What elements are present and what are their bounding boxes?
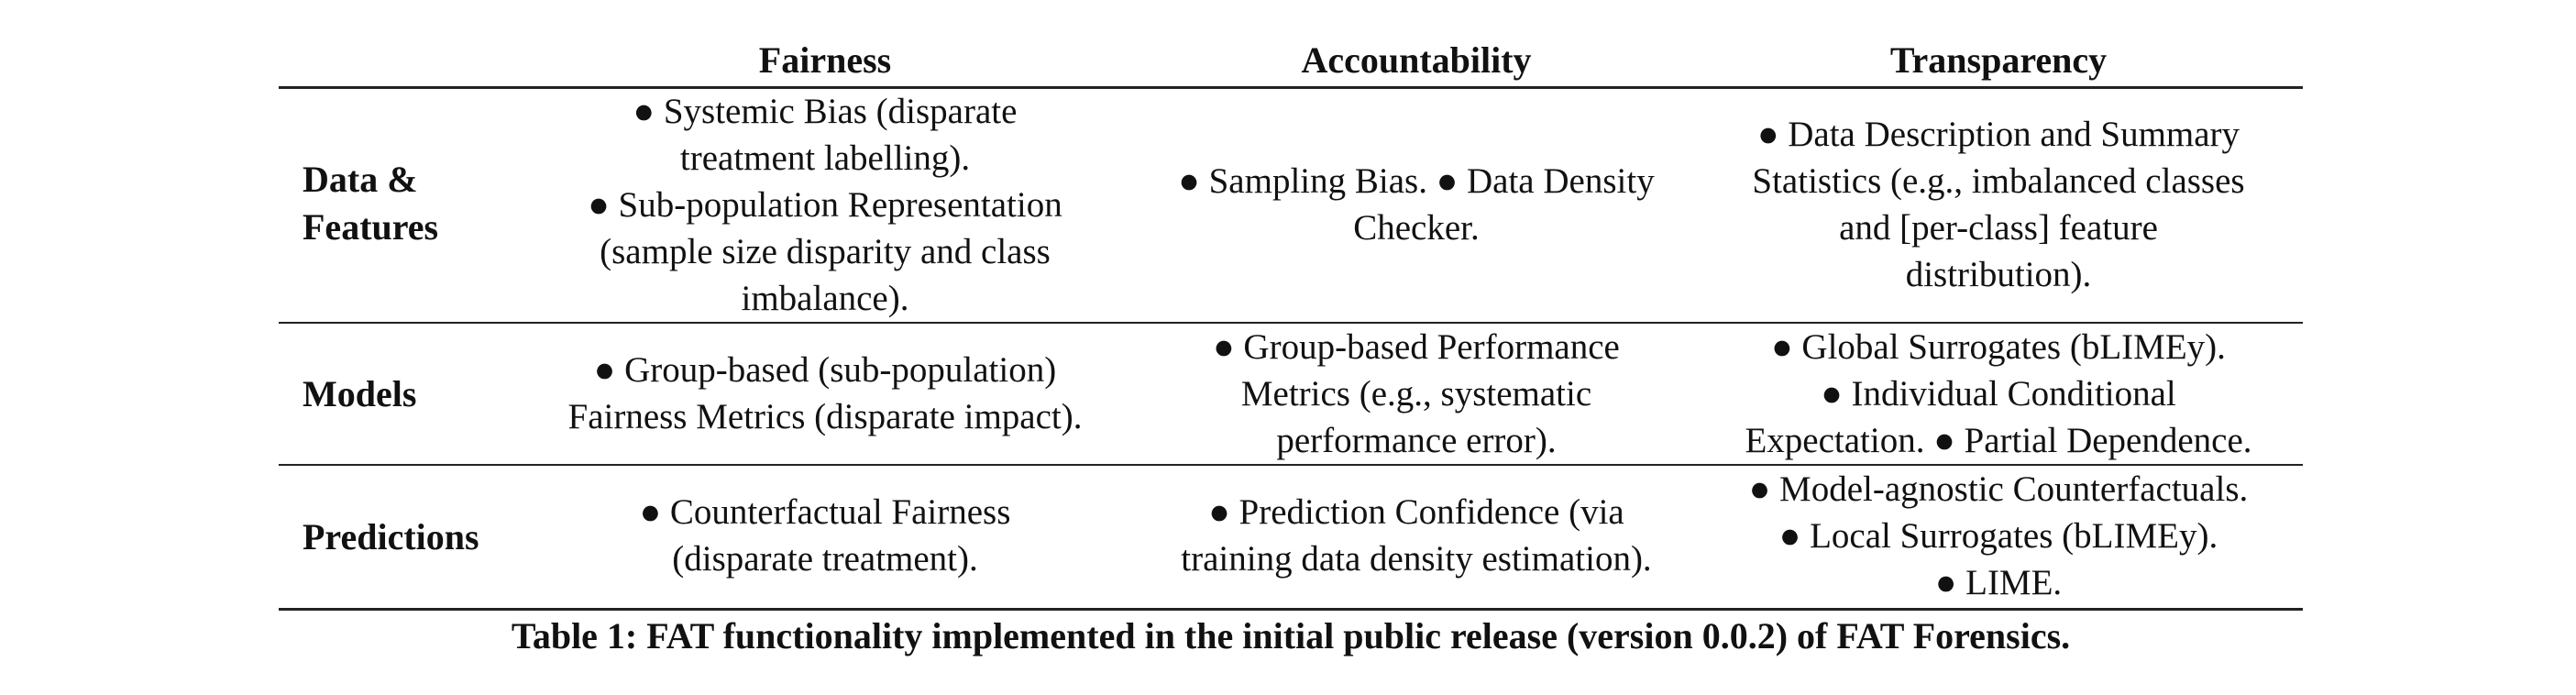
table-top-rule xyxy=(279,86,2303,89)
row-header-predictions: Predictions xyxy=(303,516,479,557)
table-cell: ● Group-based (sub-population) Fairness … xyxy=(567,350,1083,436)
table-cell: ● Prediction Confidence (via training da… xyxy=(1181,492,1652,579)
table-cell: ● Model-agnostic Counterfactuals. ● Loca… xyxy=(1748,469,2249,602)
table-caption: Table 1: FAT functionality implemented i… xyxy=(511,615,2071,656)
table-cell: ● Group-based Performance Metrics (e.g.,… xyxy=(1213,327,1620,460)
row-divider xyxy=(279,322,2303,324)
table-cell: ● Sampling Bias. ● Data Density Checker. xyxy=(1178,161,1655,248)
table-cell: ● Data Description and Summary Statistic… xyxy=(1752,115,2245,294)
row-header-models: Models xyxy=(303,373,417,414)
table-cell: ● Global Surrogates (bLIMEy). ● Individu… xyxy=(1745,327,2252,460)
column-header-accountability: Accountability xyxy=(1301,39,1532,81)
column-header-fairness: Fairness xyxy=(758,39,892,81)
table-cell: ● Counterfactual Fairness (disparate tre… xyxy=(639,492,1011,579)
table-bottom-rule xyxy=(279,608,2303,611)
column-header-transparency: Transparency xyxy=(1889,39,2108,81)
table-cell: ● Systemic Bias (disparate treatment lab… xyxy=(588,92,1062,318)
row-header-data-features: Data & Features xyxy=(303,159,439,248)
row-divider xyxy=(279,464,2303,466)
